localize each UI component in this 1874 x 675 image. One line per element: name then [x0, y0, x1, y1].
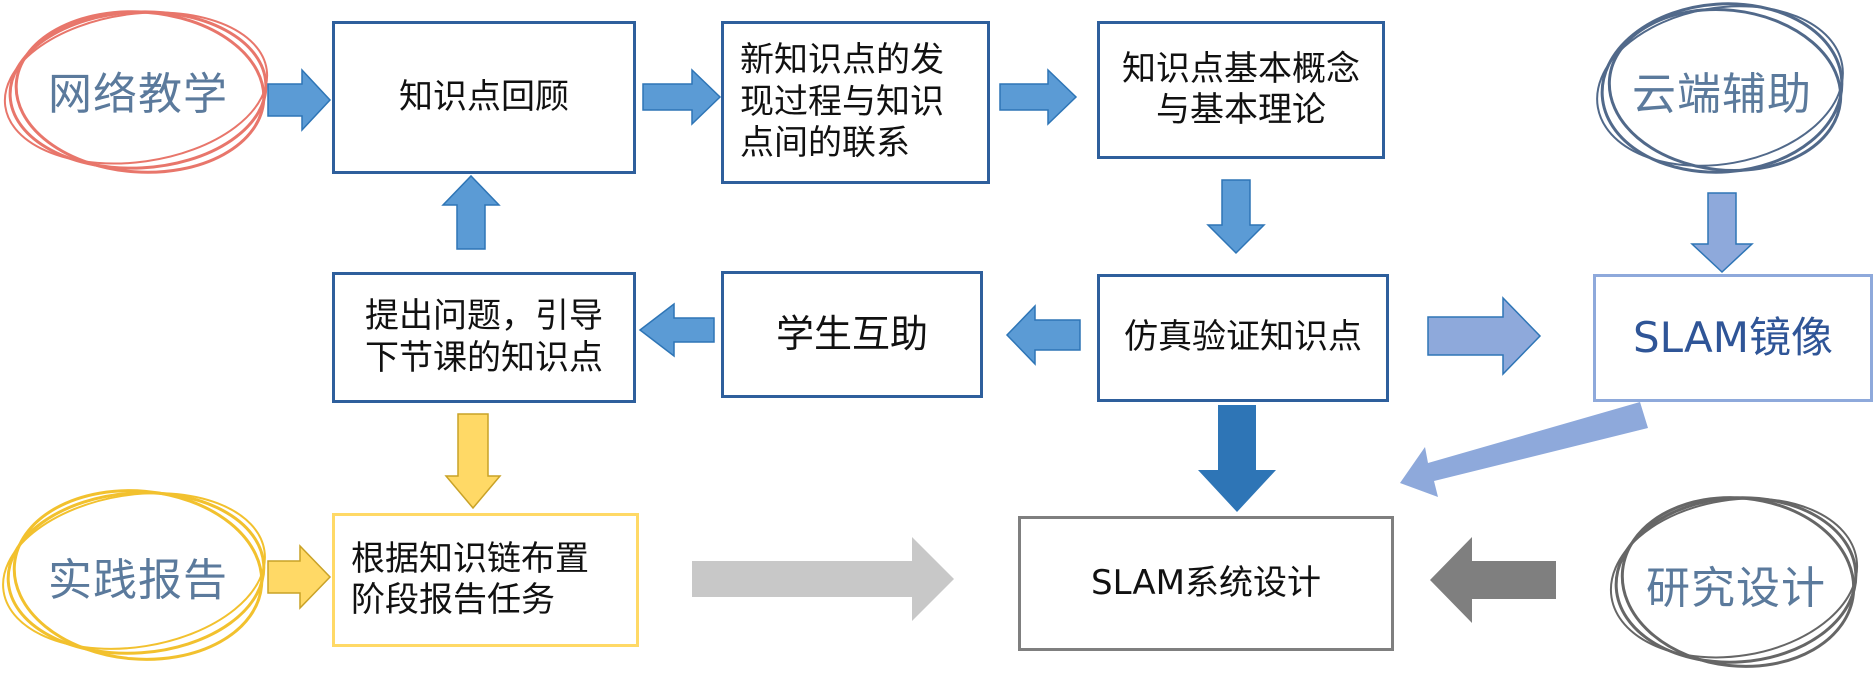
slam-design-box: SLAM系统设计	[1018, 516, 1394, 651]
research-design-label: 研究设计	[1646, 563, 1826, 614]
practice-report-label: 实践报告	[48, 555, 228, 606]
new-knowledge-text: 新知识点的发现过程与知识点间的联系	[740, 40, 944, 164]
arrow-network-to-review	[267, 68, 332, 132]
arrow-research-to-design	[1430, 537, 1556, 623]
arrow-simulation-to-peer	[1005, 304, 1081, 366]
knowledge-review-text: 知识点回顾	[399, 76, 569, 117]
slam-mirror-box: SLAM镜像	[1593, 274, 1873, 402]
arrow-mirror-to-design	[1400, 402, 1648, 497]
raise-questions-text: 提出问题，引导下节课的知识点	[365, 296, 603, 378]
simulation-verify-text: 仿真验证知识点	[1124, 317, 1362, 358]
basic-concepts-text: 知识点基本概念与基本理论	[1122, 48, 1360, 130]
circle-practice-report-outline	[2, 489, 266, 661]
network-teaching-label: 网络教学	[48, 69, 228, 120]
arrow-review-to-new	[642, 68, 722, 126]
arrow-report-to-design	[692, 537, 954, 621]
arrow-simulation-to-mirror	[1427, 296, 1542, 376]
arrow-questions-to-report	[444, 413, 502, 510]
knowledge-review-box: 知识点回顾	[332, 21, 636, 174]
stage-report-box: 根据知识链布置阶段报告任务	[332, 513, 639, 647]
circle-cloud-assist-outline	[1596, 2, 1844, 174]
arrow-peer-to-questions	[638, 302, 715, 358]
circle-research-design-outline	[1609, 496, 1859, 668]
arrow-practice-to-report	[267, 544, 332, 610]
peer-help-text: 学生互助	[775, 312, 928, 357]
peer-help-box: 学生互助	[721, 271, 983, 398]
circle-network-teaching-outline	[3, 10, 269, 174]
cloud-assist-label: 云端辅助	[1632, 69, 1812, 120]
stage-report-text: 根据知识链布置阶段报告任务	[351, 538, 589, 620]
slam-design-text: SLAM系统设计	[1091, 562, 1321, 603]
basic-concepts-box: 知识点基本概念与基本理论	[1097, 21, 1385, 159]
arrow-new-to-basic	[999, 68, 1078, 126]
slam-mirror-text: SLAM镜像	[1633, 313, 1833, 363]
arrow-cloud-to-mirror	[1690, 192, 1754, 274]
arrow-simulation-to-design	[1198, 405, 1276, 512]
arrow-basic-to-simulation	[1206, 179, 1266, 255]
new-knowledge-box: 新知识点的发现过程与知识点间的联系	[721, 21, 990, 184]
raise-questions-box: 提出问题，引导下节课的知识点	[332, 272, 636, 403]
simulation-verify-box: 仿真验证知识点	[1097, 274, 1389, 402]
arrow-questions-to-review	[441, 174, 501, 250]
